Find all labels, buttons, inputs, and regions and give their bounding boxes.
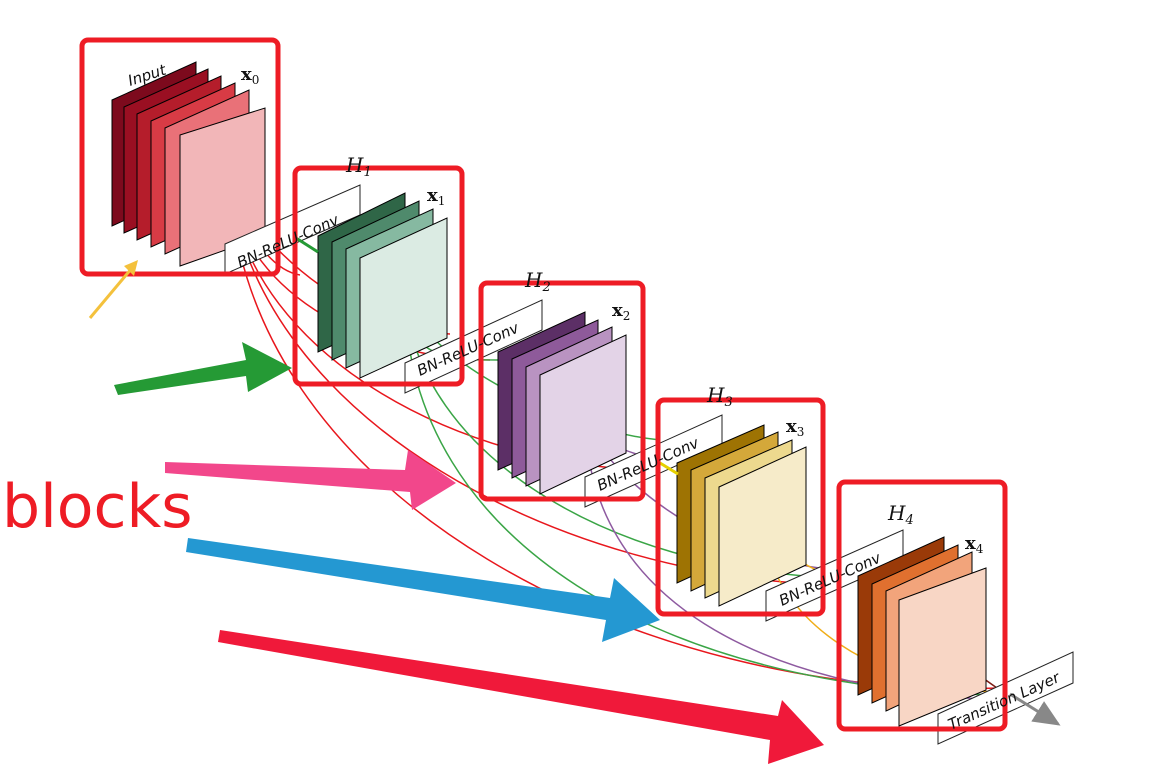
feature-map [359, 217, 448, 379]
layer-x3-stack [676, 424, 807, 607]
h3-sub: 3 [724, 395, 732, 410]
transition-output-arrow [1009, 692, 1061, 726]
x4-base: x [965, 533, 976, 554]
h3-base: H [706, 383, 725, 407]
highlight-box-x0 [79, 37, 281, 277]
x0-label: x0 [241, 64, 259, 87]
pink-arrow [165, 450, 456, 510]
x1-label: x1 [427, 185, 445, 208]
layer-x0-stack [111, 61, 266, 267]
highlight-box-x2 [478, 280, 646, 502]
layer-x4-stack [857, 536, 987, 727]
blue-arrow [186, 538, 660, 642]
x4-sub: 4 [976, 542, 984, 556]
feature-map [539, 334, 627, 495]
x3-sub: 3 [797, 425, 805, 439]
layer-x2-stack [497, 311, 627, 495]
h4-label: H4 [887, 501, 914, 528]
highlight-boxes [79, 37, 1008, 732]
x1-base: x [427, 185, 438, 206]
h2-base: H [524, 268, 543, 292]
highlight-box-x3 [655, 397, 826, 617]
feature-map [898, 567, 987, 727]
h1-sub: 1 [363, 165, 371, 180]
x1-sub: 1 [438, 194, 446, 208]
yellow-arrowhead [124, 260, 138, 276]
h4-base: H [887, 501, 906, 525]
link-x2-h3 [659, 461, 679, 476]
x4-label: x4 [965, 533, 984, 556]
h2-label: H2 [524, 268, 551, 295]
highlight-box-x4 [836, 479, 1008, 732]
green-arrow [114, 342, 292, 395]
annotation-arrows [88, 260, 824, 764]
x2-base: x [612, 300, 623, 321]
h1-base: H [345, 153, 364, 177]
h4-sub: 4 [904, 513, 913, 528]
yellow-arrow [88, 267, 134, 319]
link-x0-h1 [295, 236, 319, 254]
h3-label: H3 [706, 383, 733, 410]
x3-label: x3 [786, 416, 804, 439]
blocks-annotation: blocks [2, 472, 192, 542]
x0-sub: 0 [252, 73, 260, 87]
h1-label: H1 [345, 153, 372, 180]
x3-base: x [786, 416, 797, 437]
h2-sub: 2 [541, 280, 550, 295]
x0-base: x [241, 64, 252, 85]
red-arrow [218, 630, 824, 764]
x2-sub: 2 [623, 309, 631, 323]
layer-x1-stack [317, 192, 448, 379]
feature-map [718, 446, 807, 607]
highlight-box-x1 [292, 165, 465, 387]
x2-label: x2 [612, 300, 630, 323]
